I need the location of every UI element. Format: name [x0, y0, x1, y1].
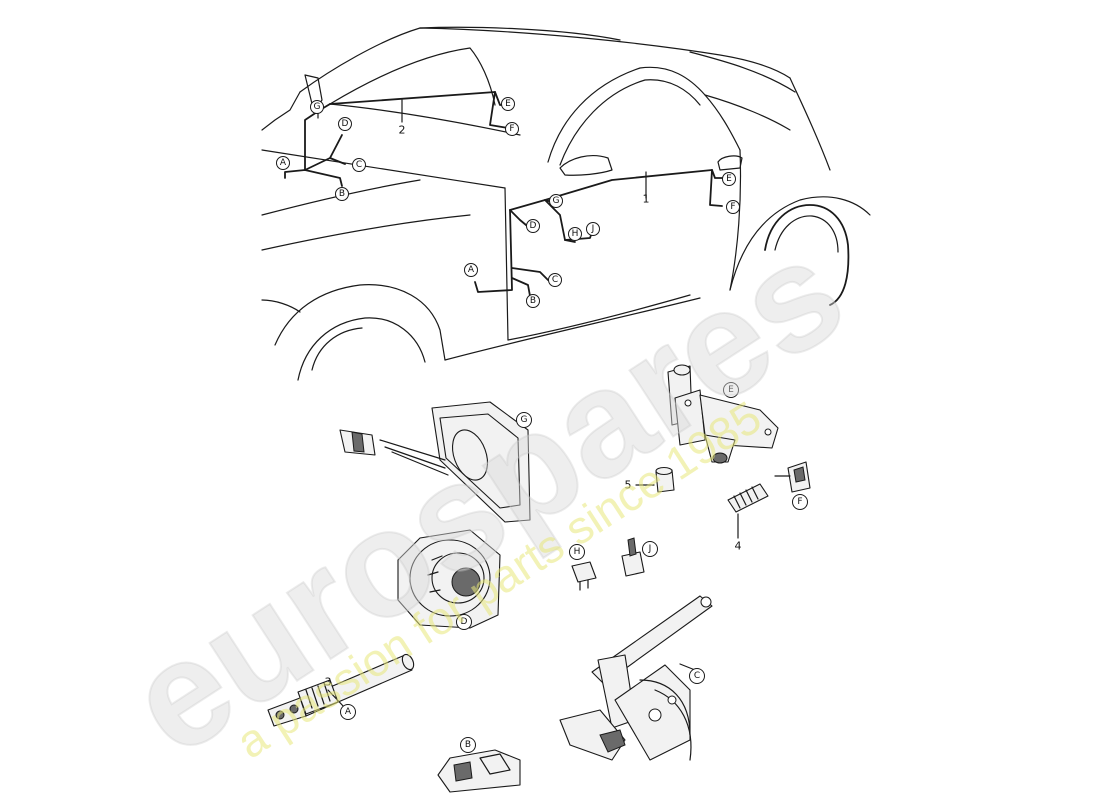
- callout-e-part: [723, 382, 739, 398]
- callout-j-door: [586, 222, 600, 236]
- part-e-motor: [667, 364, 779, 464]
- callout-b-door: [526, 294, 540, 308]
- callout-f-part-label: F: [797, 497, 802, 507]
- callout-d-part-label: D: [461, 617, 468, 627]
- part-3-rod: [267, 653, 415, 727]
- callout-d-door: [526, 219, 540, 233]
- callout-b-upper-label: B: [339, 189, 345, 199]
- callout-b-part-label: B: [465, 740, 471, 750]
- callout-d-part: [456, 614, 472, 630]
- callout-b-door-label: B: [530, 296, 536, 306]
- part-c-window-regulator: [559, 595, 713, 761]
- callout-g-part-label: G: [521, 415, 528, 425]
- callout-e-upper-label: E: [505, 99, 511, 109]
- callout-g-upper-label: G: [314, 102, 321, 112]
- callout-j-door-label: J: [591, 224, 595, 234]
- callout-e-door-label: E: [726, 174, 732, 184]
- car-body-outline: [261, 26, 871, 381]
- part-f-connector: [774, 461, 811, 493]
- wiring-harness-2: [284, 91, 509, 187]
- callout-g-upper: [310, 100, 324, 114]
- callout-e-door: [722, 172, 736, 186]
- callout-f-door-label: F: [730, 202, 735, 212]
- callout-d-upper-label: D: [342, 119, 349, 129]
- callout-h-door-label: H: [572, 229, 579, 239]
- part-b-clip: [437, 749, 521, 793]
- callout-c-door-label: C: [552, 275, 558, 285]
- callout-a-door-label: A: [468, 265, 475, 275]
- callout-c-part-label: C: [694, 671, 700, 681]
- part-5-cap: [635, 466, 675, 493]
- callout-bubbles: G D A C B E F G D H J A C B E F G E: [276, 97, 808, 753]
- part-h-switch: [571, 561, 597, 591]
- part-number-4: 4: [735, 540, 742, 553]
- part-numbers: 2 1 5 4 3: [325, 124, 742, 689]
- callout-a-upper-label: A: [280, 158, 287, 168]
- callout-j-part: [642, 541, 658, 557]
- callout-d-door-label: D: [530, 221, 537, 231]
- callout-a-door: [464, 263, 478, 277]
- callout-a-upper: [276, 156, 290, 170]
- callout-g-door-label: G: [553, 196, 560, 206]
- callout-a-part: [340, 704, 356, 720]
- part-4-filter: [727, 483, 769, 539]
- callout-e-part-label: E: [728, 385, 734, 395]
- callout-b-part: [460, 737, 476, 753]
- part-j-toggle-switch: [621, 537, 645, 577]
- callout-b-upper: [335, 187, 349, 201]
- callout-a-part-label: A: [345, 707, 352, 717]
- callout-h-door: [568, 227, 582, 241]
- callout-g-part: [516, 412, 532, 428]
- callout-h-part-label: H: [574, 547, 581, 557]
- callout-e-upper: [501, 97, 515, 111]
- part-g-speaker-grille: [339, 401, 531, 523]
- callout-f-door: [726, 200, 740, 214]
- callout-h-part: [569, 544, 585, 560]
- part-number-5: 5: [625, 479, 632, 492]
- callout-j-part-label: J: [648, 544, 652, 554]
- part-d-speaker: [397, 529, 501, 629]
- callout-f-part: [792, 494, 808, 510]
- part-number-3: 3: [325, 676, 332, 689]
- callout-f-upper-label: F: [509, 124, 514, 134]
- callout-c-upper: [352, 158, 366, 172]
- callout-f-upper: [505, 122, 519, 136]
- callout-c-upper-label: C: [356, 160, 362, 170]
- part-number-2: 2: [399, 124, 406, 137]
- part-number-1: 1: [643, 193, 650, 206]
- callout-c-part: [689, 668, 705, 684]
- callout-d-upper: [338, 117, 352, 131]
- callout-c-door: [548, 273, 562, 287]
- callout-g-door: [549, 194, 563, 208]
